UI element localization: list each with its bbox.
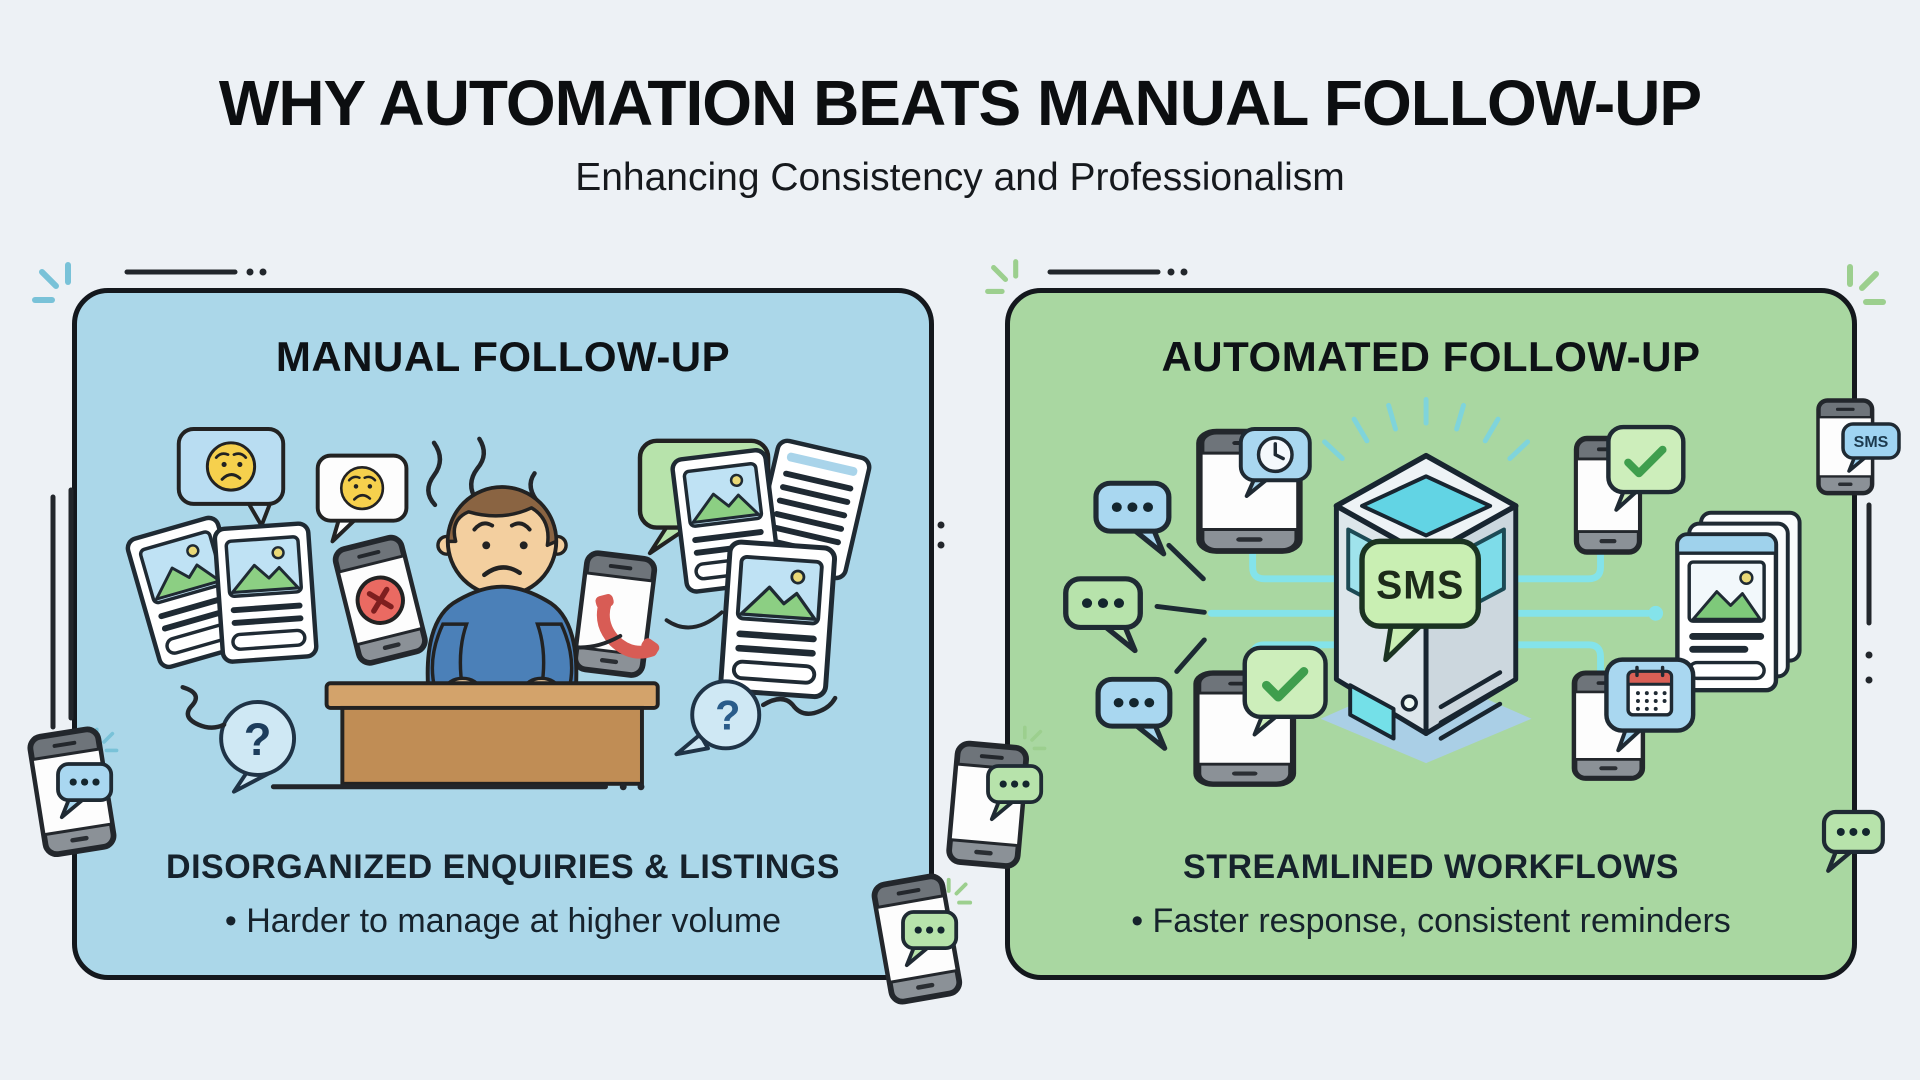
sparkle-icon (946, 877, 973, 905)
sms-bubble: SMS (1359, 538, 1482, 663)
stressed-agent-icon (425, 485, 579, 702)
manual-caption: DISORGANIZED ENQUIRIES & LISTINGS (166, 848, 840, 886)
phone-declined-call-icon (333, 535, 429, 666)
pointer-strokes (1154, 542, 1207, 674)
phone-check-right-icon (1576, 424, 1686, 553)
manual-panel-heading: MANUAL FOLLOW-UP (275, 333, 731, 380)
server-rays (1322, 396, 1531, 462)
phone-check-left-icon (1196, 645, 1328, 785)
question-glyph: ? (244, 714, 272, 765)
automated-captions: STREAMLINED WORKFLOWS • Faster response,… (1010, 848, 1852, 941)
sms-phone-label: SMS (1854, 434, 1889, 451)
phone-incoming-call-icon (573, 551, 660, 679)
phone-calendar-icon (1574, 657, 1696, 779)
automated-panel-heading: AUTOMATED FOLLOW-UP (1161, 333, 1701, 380)
stacked-listings-icon (1675, 510, 1802, 693)
page-subtitle: Enhancing Consistency and Professionalis… (575, 156, 1345, 199)
typing-bubble-blue-2-icon (1098, 679, 1170, 748)
arrow-dot (1648, 605, 1664, 621)
sparkle-icon (988, 262, 1016, 292)
sparkle-icon (35, 265, 68, 300)
automated-bullet: • Faster response, consistent reminders (1131, 902, 1731, 940)
sad-face-bubble-white-icon (315, 453, 409, 544)
phone-clock-icon (1199, 427, 1312, 552)
desk (324, 681, 660, 786)
automated-illustration: SMS (1010, 396, 1802, 975)
sad-face-bubble-blue-icon (176, 427, 286, 528)
page-title: WHY AUTOMATION BEATS MANUAL FOLLOW-UP (218, 67, 1702, 139)
manual-captions: DISORGANIZED ENQUIRIES & LISTINGS • Hard… (77, 848, 929, 941)
listing-cards-right-icon (672, 439, 872, 697)
question-bubble-right-icon: ? (674, 679, 762, 757)
sms-server-icon: SMS (1320, 396, 1532, 764)
manual-illustration: ? (77, 427, 929, 794)
typing-bubble-blue-1-icon (1096, 483, 1169, 554)
ground-line (270, 783, 645, 791)
automated-caption: STREAMLINED WORKFLOWS (1183, 848, 1679, 886)
manual-bullet: • Harder to manage at higher volume (224, 902, 782, 940)
squiggle-lines (180, 685, 838, 730)
manual-followup-panel: MANUAL FOLLOW-UP (72, 288, 934, 980)
automated-followup-panel: AUTOMATED FOLLOW-UP (1005, 288, 1857, 980)
question-bubble-left-icon: ? (219, 700, 297, 794)
listing-cards-left-icon (126, 516, 317, 670)
sms-server-label: SMS (1376, 564, 1464, 608)
typing-bubble-green-icon (1066, 579, 1141, 651)
header: WHY AUTOMATION BEATS MANUAL FOLLOW-UP En… (0, 66, 1920, 200)
sparkle-icon (1850, 267, 1883, 302)
question-glyph: ? (715, 693, 740, 739)
